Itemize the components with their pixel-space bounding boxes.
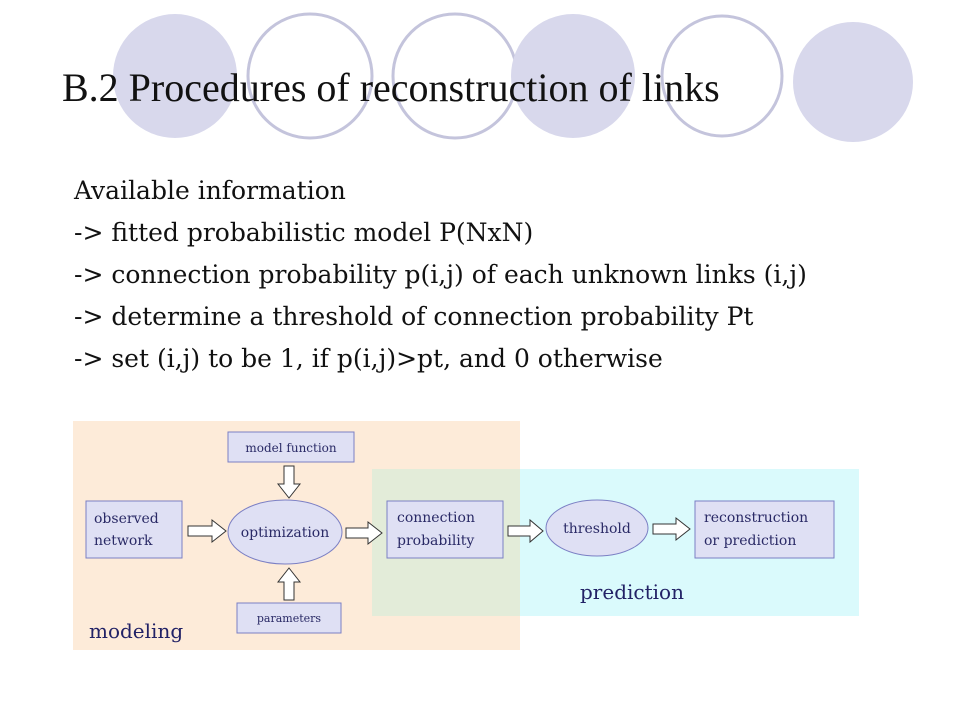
observed-network-label-1: observed	[94, 511, 159, 527]
threshold-node	[545, 499, 649, 557]
model-function-box	[227, 431, 355, 463]
deco-circle-5	[660, 14, 784, 138]
model-function-label: model function	[245, 441, 337, 455]
deco-circle-6	[793, 22, 913, 142]
connection-probability-label-2: probability	[397, 533, 474, 549]
optimization-label: optimization	[241, 525, 330, 541]
reconstruction-box	[694, 500, 835, 559]
parameters-box	[236, 602, 342, 634]
arrow-optimization-to-connection	[345, 520, 383, 546]
prediction-region-label: prediction	[580, 580, 684, 604]
bullet-line-4: -> determine a threshold of connection p…	[74, 302, 754, 331]
arrow-parameters-to-optimization	[276, 567, 302, 601]
threshold-label: threshold	[563, 521, 631, 537]
reconstruction-label-1: reconstruction	[704, 510, 808, 526]
bullet-line-5: -> set (i,j) to be 1, if p(i,j)>pt, and …	[74, 344, 663, 373]
observed-network-box	[85, 500, 183, 559]
deco-circle-1	[113, 14, 237, 138]
optimization-node	[227, 499, 343, 565]
deco-circle-4	[511, 14, 635, 138]
modeling-region-label: modeling	[89, 619, 183, 643]
bullet-list: Available information -> fitted probabil…	[74, 170, 807, 380]
connection-probability-box	[386, 500, 504, 559]
arrow-model-to-optimization	[276, 465, 302, 499]
arrow-connection-to-threshold	[507, 518, 544, 544]
bullet-line-3: -> connection probability p(i,j) of each…	[74, 260, 807, 289]
bullet-line-2: -> fitted probabilistic model P(NxN)	[74, 218, 534, 247]
slide-title: B.2 Procedures of reconstruction of link…	[62, 65, 720, 110]
arrow-threshold-to-reconstruction	[652, 516, 691, 542]
bullet-line-1: Available information	[74, 176, 346, 205]
parameters-label: parameters	[257, 612, 322, 625]
deco-circle-2	[246, 12, 374, 140]
reconstruction-label-2: or prediction	[704, 533, 796, 549]
observed-network-label-2: network	[94, 533, 153, 549]
arrow-observed-to-optimization	[187, 518, 227, 544]
connection-probability-label-1: connection	[397, 510, 475, 526]
